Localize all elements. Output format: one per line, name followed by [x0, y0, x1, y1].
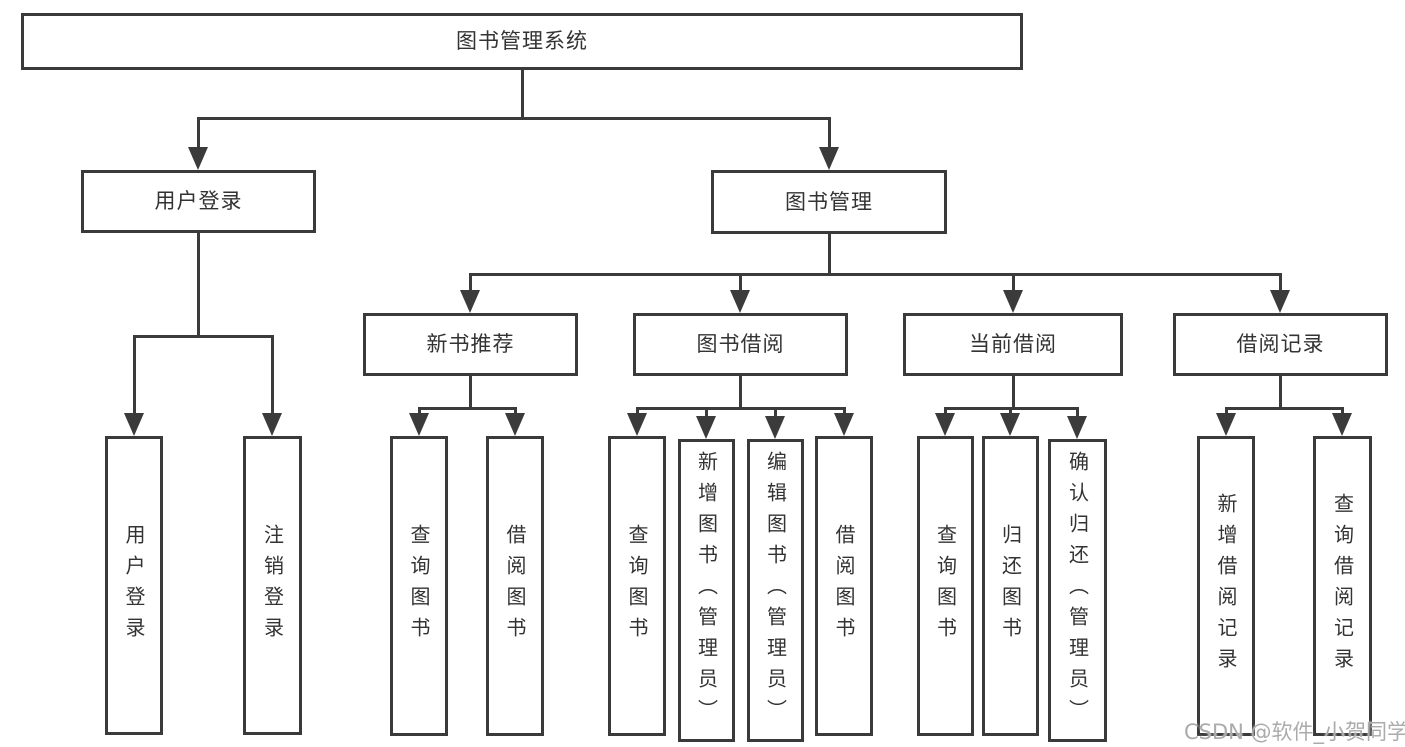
arrowhead-down-icon — [834, 413, 854, 436]
connector-line — [827, 233, 831, 274]
node-leaf-logout: 注销登录 — [243, 436, 302, 735]
connector-line — [270, 336, 274, 420]
arrowhead-down-icon — [765, 416, 785, 439]
connector-line — [520, 69, 524, 118]
connector-line — [468, 274, 472, 297]
node-leaf-query-book-recommend: 查询图书 — [390, 436, 448, 736]
connector-line — [196, 116, 831, 120]
arrowhead-down-icon — [262, 413, 282, 436]
arrowhead-down-icon — [409, 413, 429, 436]
connector-line — [1278, 274, 1282, 297]
connector-line — [1224, 406, 1344, 410]
arrowhead-down-icon — [1216, 413, 1236, 436]
arrowhead-down-icon — [188, 147, 208, 170]
connector-line — [1011, 274, 1015, 297]
connector-line — [738, 274, 742, 297]
connector-line — [132, 334, 274, 338]
arrowhead-down-icon — [505, 413, 525, 436]
node-leaf-query-book-current: 查询图书 — [917, 436, 974, 736]
node-leaf-borrow-book-recommend: 借阅图书 — [486, 436, 544, 736]
arrowhead-down-icon — [1003, 290, 1023, 313]
node-new-book-recommend: 新书推荐 — [363, 313, 578, 376]
node-book-management: 图书管理 — [711, 170, 947, 234]
arrowhead-down-icon — [1270, 290, 1290, 313]
node-borrowing-records: 借阅记录 — [1173, 313, 1388, 376]
arrowhead-down-icon — [935, 413, 955, 436]
connector-line — [196, 118, 200, 154]
connector-line — [417, 406, 517, 410]
connector-line — [1011, 376, 1015, 408]
node-leaf-return-book: 归还图书 — [982, 436, 1039, 736]
node-leaf-edit-book-admin: 编辑图书（管理员） — [747, 439, 804, 742]
node-book-borrowing: 图书借阅 — [633, 313, 848, 376]
connector-line — [468, 272, 1282, 276]
arrowhead-down-icon — [1332, 413, 1352, 436]
node-root: 图书管理系统 — [21, 13, 1023, 70]
arrowhead-down-icon — [1000, 413, 1020, 436]
node-leaf-borrow-book-borrowing: 借阅图书 — [815, 436, 873, 736]
arrowhead-down-icon — [819, 147, 839, 170]
node-user-login-group: 用户登录 — [81, 170, 316, 233]
connector-line — [1075, 408, 1079, 423]
arrowhead-down-icon — [696, 416, 716, 439]
node-leaf-query-book-borrowing: 查询图书 — [608, 436, 666, 736]
connector-line — [738, 376, 742, 408]
node-current-borrowing: 当前借阅 — [903, 313, 1123, 376]
arrowhead-down-icon — [627, 413, 647, 436]
connector-line — [468, 376, 472, 408]
connector-line — [635, 406, 846, 410]
arrowhead-down-icon — [730, 290, 750, 313]
arrowhead-down-icon — [1067, 416, 1087, 439]
csdn-watermark: CSDN @软件_小贺同学 — [1184, 720, 1405, 744]
node-leaf-confirm-return-admin: 确认归还（管理员） — [1048, 439, 1107, 742]
connector-line — [773, 408, 777, 423]
connector-line — [704, 408, 708, 423]
node-leaf-add-borrow-record: 新增借阅记录 — [1197, 436, 1255, 736]
connector-line — [132, 336, 136, 420]
node-leaf-query-borrow-record: 查询借阅记录 — [1313, 436, 1372, 736]
node-leaf-add-book-admin: 新增图书（管理员） — [678, 439, 735, 742]
connector-line — [1278, 376, 1282, 408]
arrowhead-down-icon — [124, 413, 144, 436]
connector-line — [196, 233, 200, 336]
arrowhead-down-icon — [460, 290, 480, 313]
node-leaf-user-login: 用户登录 — [105, 436, 163, 735]
connector-line — [827, 118, 831, 154]
